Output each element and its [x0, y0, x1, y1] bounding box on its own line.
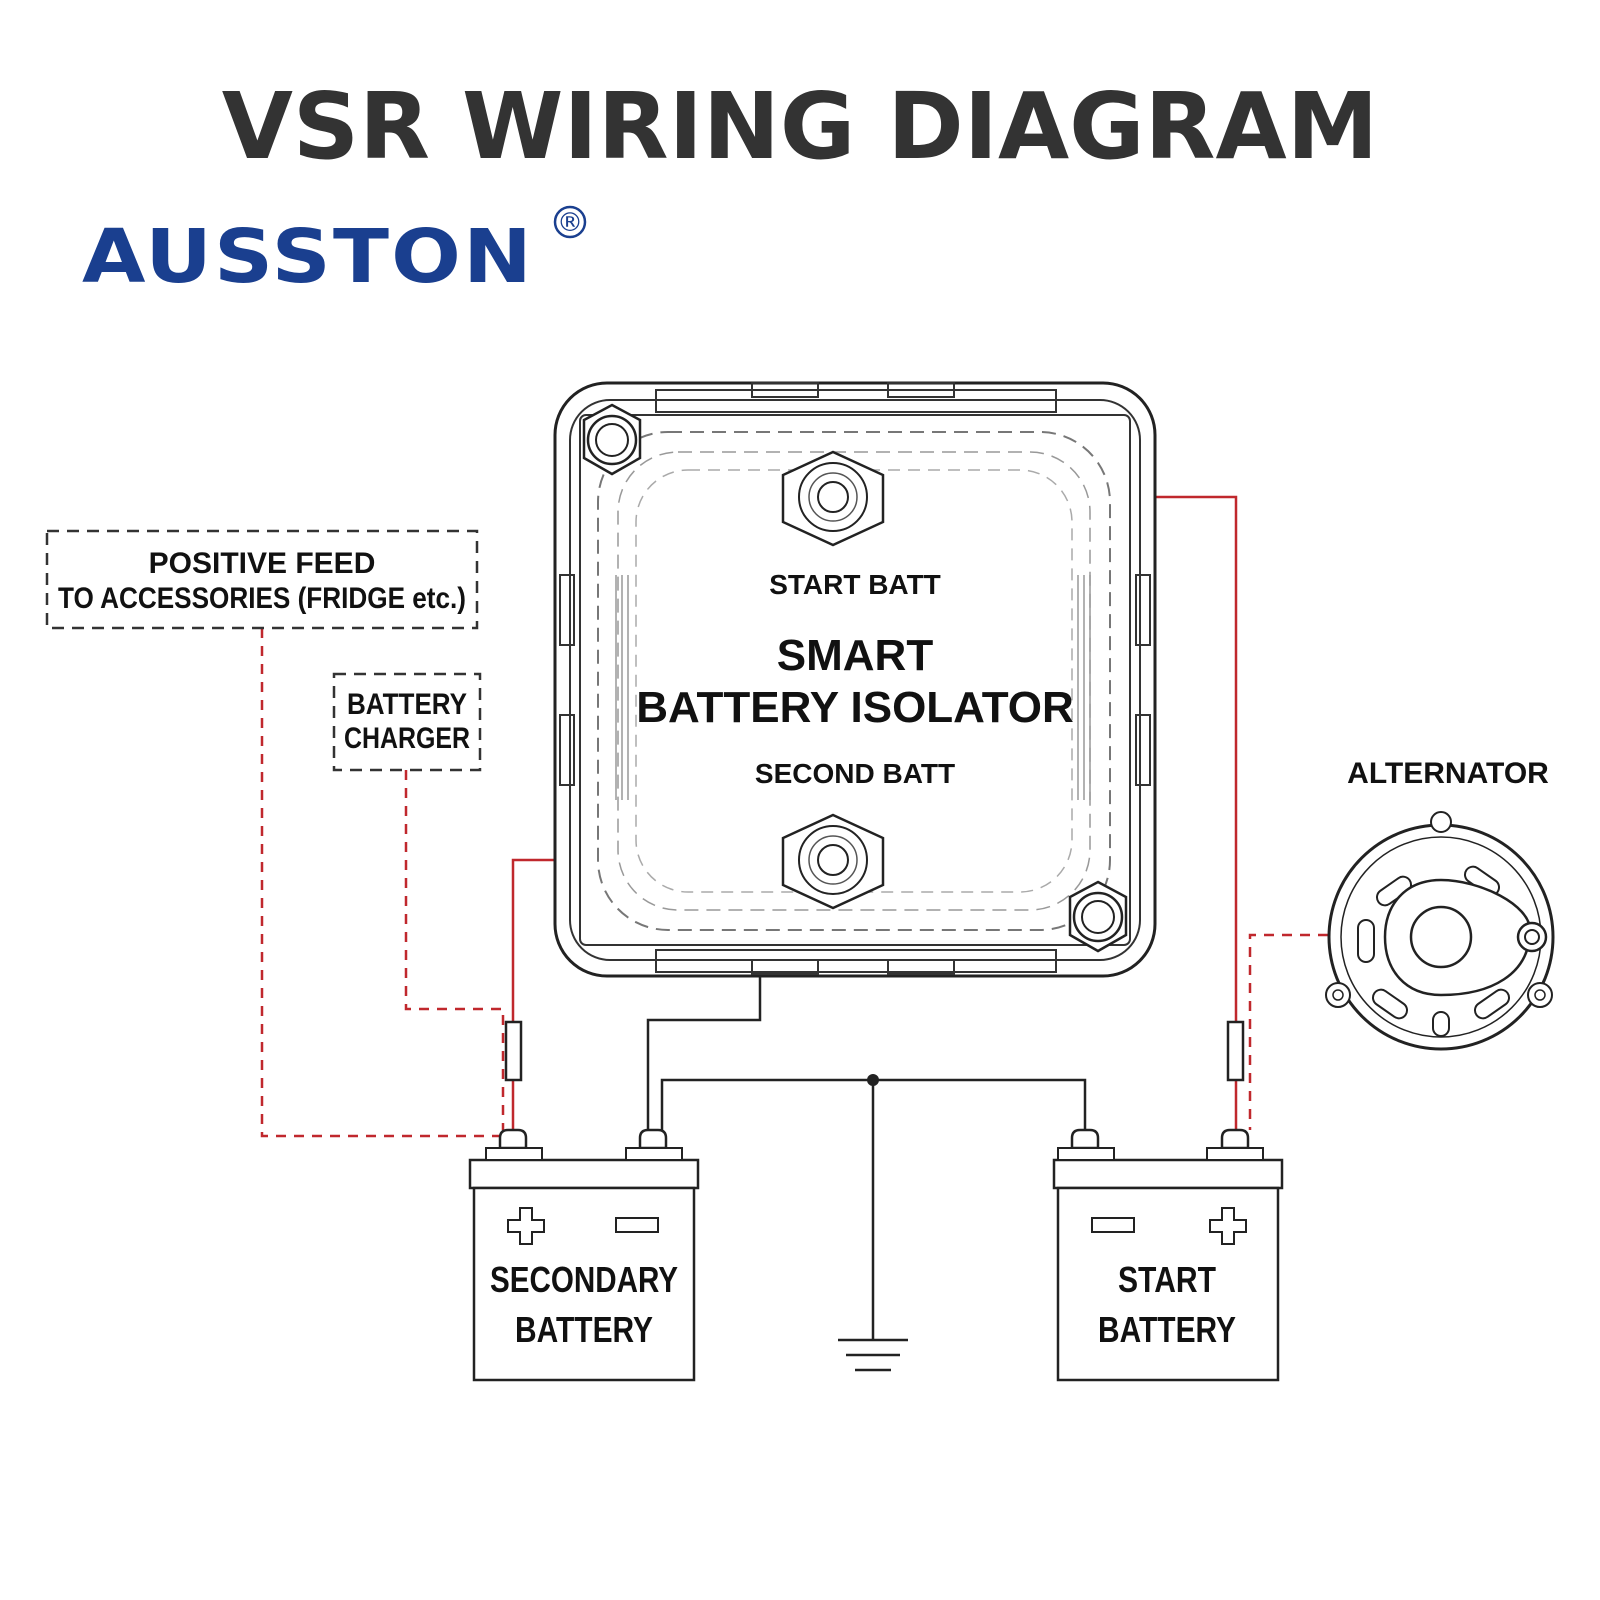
terminal-top-label: START BATT	[769, 569, 941, 600]
ground-icon	[838, 1338, 908, 1372]
mount-hole-top-left	[582, 403, 642, 476]
accessories-line1: POSITIVE FEED	[149, 547, 376, 580]
secondary-battery-line2: BATTERY	[515, 1309, 653, 1350]
registered-mark: ®	[557, 208, 583, 238]
brand-name: AUSSTON	[82, 214, 534, 300]
accessories-line2: TO ACCESSORIES (FRIDGE etc.)	[58, 582, 466, 615]
minus-icon	[1091, 1217, 1135, 1233]
isolator-title-line1: SMART	[777, 631, 934, 680]
secondary-battery-line1: SECONDARY	[490, 1259, 678, 1300]
start-battery-line1: START	[1118, 1259, 1216, 1300]
wire-alternator-feed	[1248, 933, 1328, 1130]
mount-hole-bottom-right	[1068, 880, 1128, 953]
isolator-title-line2: BATTERY ISOLATOR	[636, 683, 1074, 732]
terminal-second-batt	[781, 813, 885, 910]
plus-icon	[1209, 1207, 1247, 1245]
smart-battery-isolator: START BATT SMART BATTERY ISOLATOR SECOND…	[553, 381, 1157, 978]
minus-icon	[615, 1217, 659, 1233]
alternator-icon	[1325, 811, 1555, 1051]
secondary-negative-post	[638, 1128, 668, 1150]
wire-isolator-ground	[646, 965, 762, 1130]
plus-icon	[507, 1207, 545, 1245]
start-positive-post	[1220, 1128, 1250, 1150]
charger-line1: BATTERY	[347, 688, 467, 721]
wire-charger-feed	[404, 770, 505, 1130]
terminal-start-batt	[781, 450, 885, 547]
start-negative-post	[1070, 1128, 1100, 1150]
charger-line2: CHARGER	[344, 722, 470, 755]
terminal-bottom-label: SECOND BATT	[755, 758, 955, 789]
charger-box: BATTERY CHARGER	[332, 672, 482, 772]
accessories-box: POSITIVE FEED TO ACCESSORIES (FRIDGE etc…	[45, 529, 479, 630]
registered-icon	[553, 205, 587, 239]
fuse-start	[1226, 1020, 1245, 1082]
diagram-title: VSR WIRING DIAGRAM	[222, 73, 1379, 180]
start-battery-line2: BATTERY	[1098, 1309, 1236, 1350]
fuse-secondary	[504, 1020, 523, 1082]
start-battery: START BATTERY	[1052, 1128, 1284, 1382]
ground-junction	[867, 1074, 879, 1086]
secondary-battery: SECONDARY BATTERY	[468, 1128, 700, 1382]
brand-logo: AUSSTON ®	[82, 205, 587, 300]
wire-accessories-feed	[260, 628, 500, 1138]
alternator-label: ALTERNATOR	[1347, 757, 1549, 790]
secondary-positive-post	[498, 1128, 528, 1150]
